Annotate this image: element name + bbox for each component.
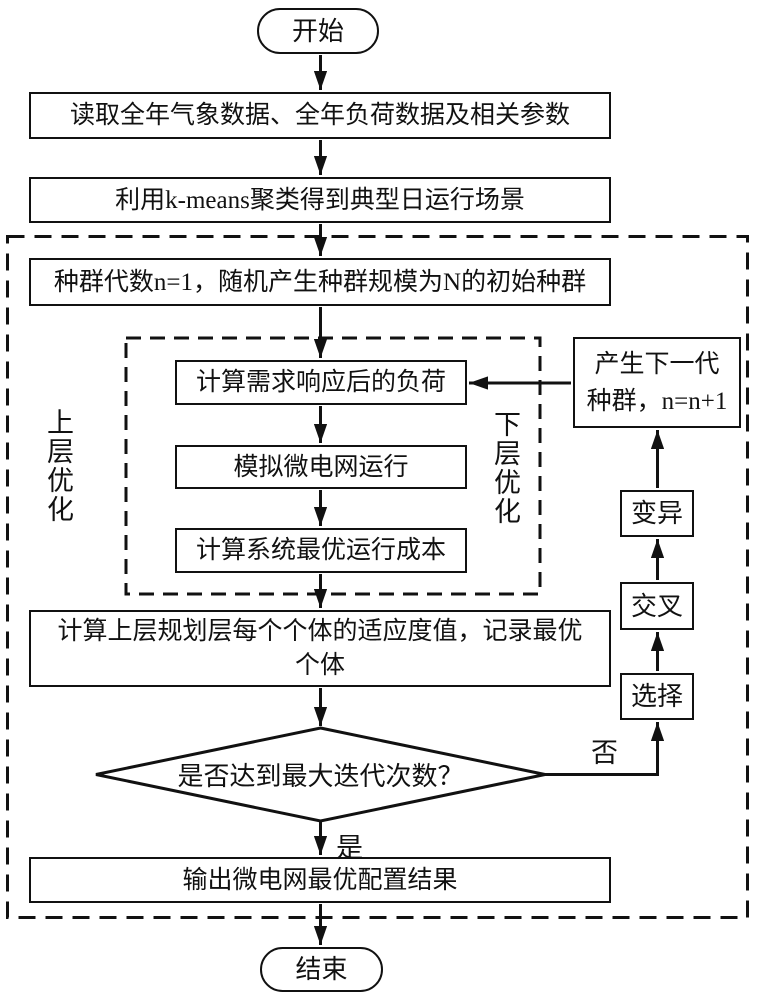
decision-label: 是否达到最大迭代次数？	[177, 762, 464, 791]
step-optimal-cost: 计算系统最优运行成本	[175, 528, 467, 573]
end-label: 结束	[295, 955, 348, 984]
step-mutation: 变异	[620, 490, 694, 537]
step-next-generation: 产生下一代 种群，n=n+1	[573, 337, 741, 428]
step-next-generation-line1: 产生下一代	[594, 350, 720, 378]
step-optimal-cost-label: 计算系统最优运行成本	[195, 537, 446, 564]
step-fitness-label: 计算上层规划层每个个体的适应度值，记录最优个体	[57, 617, 583, 679]
step-read-data-label: 读取全年气象数据、全年负荷数据及相关参数	[69, 102, 570, 129]
step-crossover-label: 交叉	[630, 591, 683, 621]
lower-layer-region-border	[124, 336, 542, 596]
start-terminal: 开始	[257, 8, 379, 54]
start-label: 开始	[291, 16, 344, 46]
arrow-no-branch-to-selection	[544, 722, 665, 776]
step-init-population-label: 种群代数n=1，随机产生种群规模为N的初始种群	[53, 268, 587, 296]
step-selection-label: 选择	[630, 682, 683, 711]
upper-layer-region-border	[6, 235, 749, 919]
step-simulate-microgrid-label: 模拟微电网运行	[233, 453, 409, 481]
step-dr-load-label: 计算需求响应后的负荷	[195, 369, 446, 396]
step-output: 输出微电网最优配置结果	[29, 857, 611, 903]
upper-layer-region-label: 上层优化	[43, 408, 73, 524]
step-kmeans-label: 利用k-means聚类得到典型日运行场景	[115, 186, 525, 214]
lower-layer-region-label: 下层优化	[490, 410, 520, 526]
step-mutation-label: 变异	[630, 499, 683, 528]
end-terminal: 结束	[260, 947, 383, 992]
step-fitness: 计算上层规划层每个个体的适应度值，记录最优个体	[29, 610, 611, 687]
step-kmeans: 利用k-means聚类得到典型日运行场景	[29, 177, 611, 223]
step-selection: 选择	[620, 673, 694, 720]
no-branch-label: 否	[591, 738, 618, 768]
decision-node: 是否达到最大迭代次数？	[96, 728, 545, 821]
step-simulate-microgrid: 模拟微电网运行	[175, 445, 467, 489]
step-next-generation-line2: 种群，n=n+1	[586, 387, 728, 415]
step-init-population: 种群代数n=1，随机产生种群规模为N的初始种群	[29, 258, 611, 306]
yes-branch-label: 是	[336, 833, 363, 863]
step-read-data: 读取全年气象数据、全年负荷数据及相关参数	[29, 92, 611, 139]
step-crossover: 交叉	[620, 582, 694, 630]
step-dr-load: 计算需求响应后的负荷	[175, 360, 467, 405]
step-output-label: 输出微电网最优配置结果	[182, 866, 458, 894]
